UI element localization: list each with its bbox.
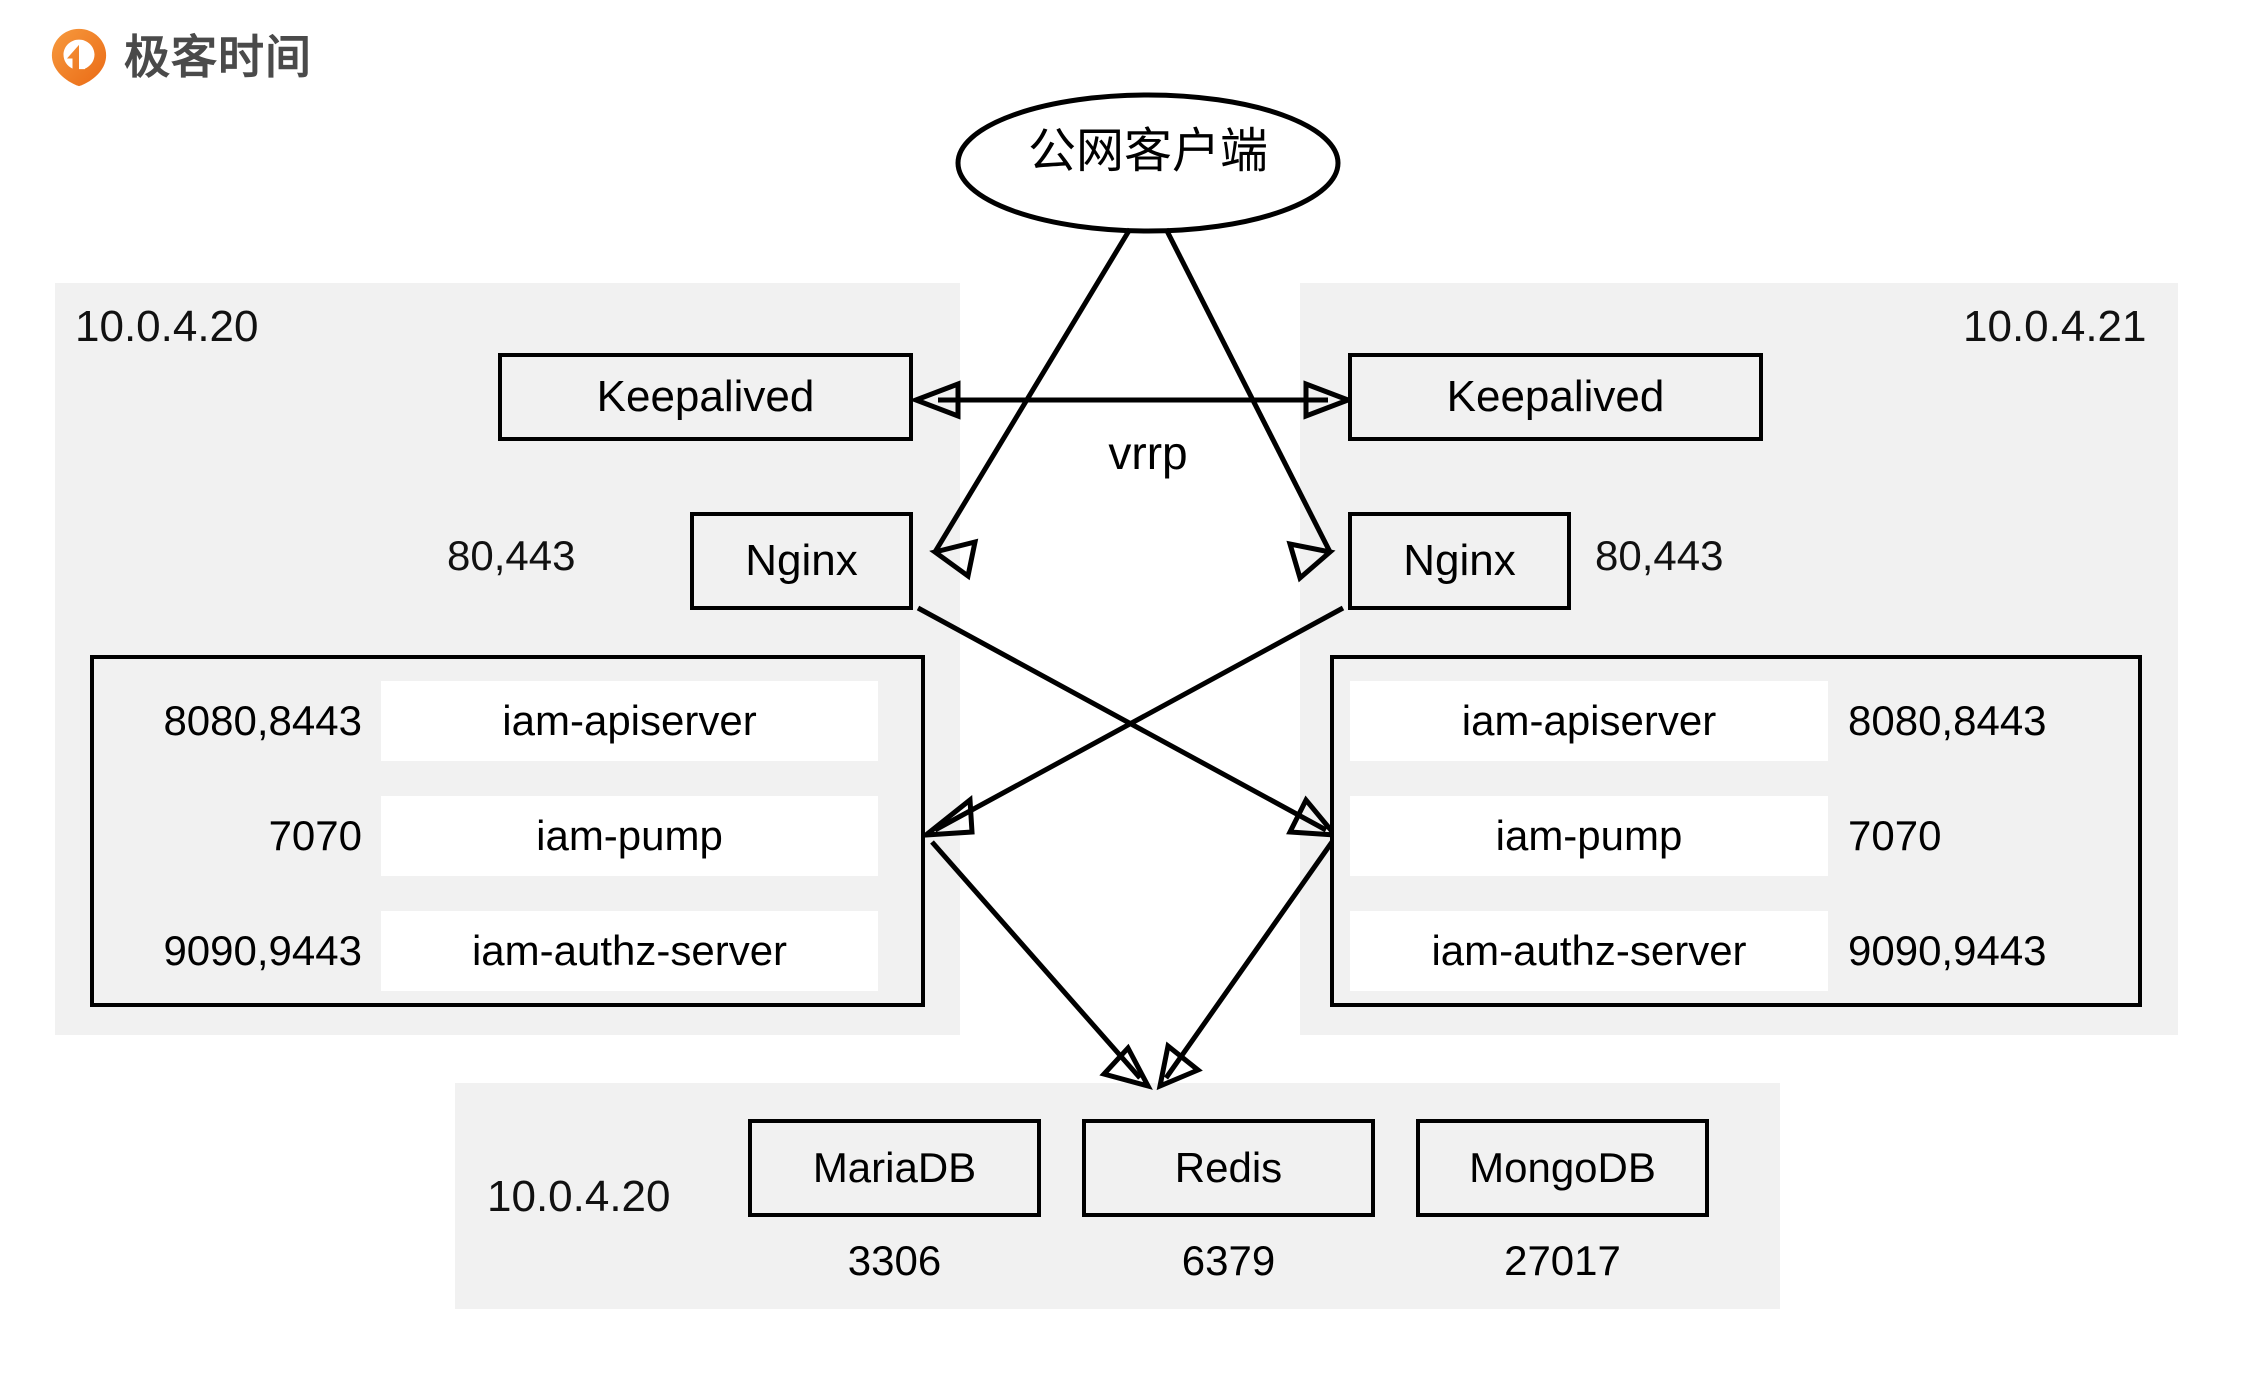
public-client-label: 公网客户端 <box>1027 125 1268 178</box>
vrrp-label: vrrp <box>1108 427 1188 479</box>
arrowhead-services-right-db <box>1156 1041 1203 1091</box>
nginx-right-ports: 80,443 <box>1595 532 1724 579</box>
service-group-left: 8080,8443 iam-apiserver 7070 iam-pump 90… <box>90 655 925 1007</box>
node-nginx-left-label: Nginx <box>745 536 858 585</box>
node-nginx-right[interactable]: Nginx <box>1348 512 1571 610</box>
node-database-redis-label: Redis <box>1174 1144 1283 1191</box>
node-keepalived-right-label: Keepalived <box>1446 372 1665 421</box>
node-database-mariadb-label: MariaDB <box>812 1144 977 1191</box>
database-port-mongodb: 27017 <box>1504 1237 1621 1284</box>
service-row[interactable]: iam-authz-server 9090,9443 <box>1334 911 2138 991</box>
brand-name: 极客时间 <box>124 31 312 83</box>
node-database-mariadb[interactable]: MariaDB <box>748 1119 1041 1217</box>
service-name: iam-pump <box>381 796 878 876</box>
node-keepalived-left[interactable]: Keepalived <box>498 353 913 441</box>
zone-ip-right: 10.0.4.21 <box>1963 302 2147 351</box>
service-name: iam-authz-server <box>1350 911 1828 991</box>
arrowhead-services-left-db <box>1099 1043 1153 1090</box>
service-name: iam-apiserver <box>1350 681 1828 761</box>
service-name: iam-authz-server <box>381 911 878 991</box>
zone-ip-database: 10.0.4.20 <box>487 1172 671 1221</box>
service-ports: 9090,9443 <box>163 927 362 974</box>
service-name: iam-pump <box>1350 796 1828 876</box>
database-port-redis: 6379 <box>1181 1237 1276 1284</box>
service-ports: 7070 <box>1848 812 1942 859</box>
service-row[interactable]: iam-apiserver 8080,8443 <box>1334 681 2138 761</box>
service-row[interactable]: iam-pump 7070 <box>1334 796 2138 876</box>
zone-ip-left: 10.0.4.20 <box>75 302 259 351</box>
service-name: iam-apiserver <box>381 681 878 761</box>
node-nginx-right-label: Nginx <box>1403 536 1516 585</box>
node-database-redis[interactable]: Redis <box>1082 1119 1375 1217</box>
service-ports: 9090,9443 <box>1848 927 2047 974</box>
service-ports: 8080,8443 <box>1848 697 2047 744</box>
edge-client-to-nginx-left <box>932 227 1133 554</box>
edge-nginx-left-to-services-right <box>916 605 1328 833</box>
edge-nginx-right-to-services-left <box>933 605 1345 833</box>
node-keepalived-left-label: Keepalived <box>596 372 815 421</box>
database-port-mariadb: 3306 <box>847 1237 942 1284</box>
service-row[interactable]: 7070 iam-pump <box>94 796 921 876</box>
geektime-pin-icon <box>51 28 107 87</box>
service-ports: 8080,8443 <box>163 697 362 744</box>
nginx-left-ports: 80,443 <box>447 532 576 579</box>
brand-logo: 极客时间 <box>48 26 312 88</box>
node-keepalived-right[interactable]: Keepalived <box>1348 353 1763 441</box>
node-database-mongodb-label: MongoDB <box>1469 1144 1656 1191</box>
service-row[interactable]: 8080,8443 iam-apiserver <box>94 681 921 761</box>
node-nginx-left[interactable]: Nginx <box>690 512 913 610</box>
service-ports: 7070 <box>268 812 362 859</box>
service-row[interactable]: 9090,9443 iam-authz-server <box>94 911 921 991</box>
node-database-mongodb[interactable]: MongoDB <box>1416 1119 1709 1217</box>
service-group-right: iam-apiserver 8080,8443 iam-pump 7070 ia… <box>1330 655 2142 1007</box>
edge-services-left-to-db <box>930 840 1142 1080</box>
